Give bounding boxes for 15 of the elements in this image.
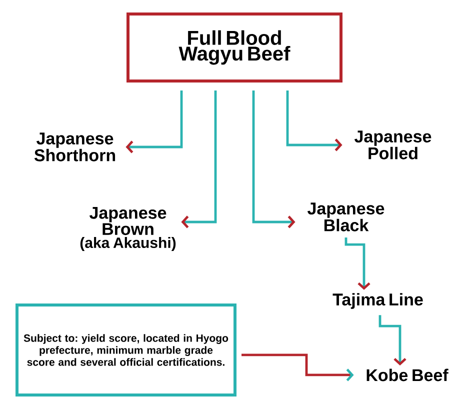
breed-label: Japanese Shorthorn [34,132,116,162]
arrow [286,90,342,152]
note-box: Subject to: yield score, located in Hyogo prefecture, minimum marble grade score and several official certifications. [16,303,236,396]
title-box: Full Blood Wagyu Beef [126,12,342,82]
arrow [126,90,183,154]
arrow [378,315,406,366]
arrow [344,238,370,290]
breed-label: Japanese Black [308,202,384,232]
breed-label: Japanese Polled [354,130,432,160]
arrow [252,90,296,228]
breed-label: Kobe Beef [366,368,448,382]
breed-label: Tajima Line [332,293,423,309]
arrow [181,90,217,228]
breed-label: Japanese Brown (aka Akaushi) [80,206,176,251]
arrow [242,354,354,382]
